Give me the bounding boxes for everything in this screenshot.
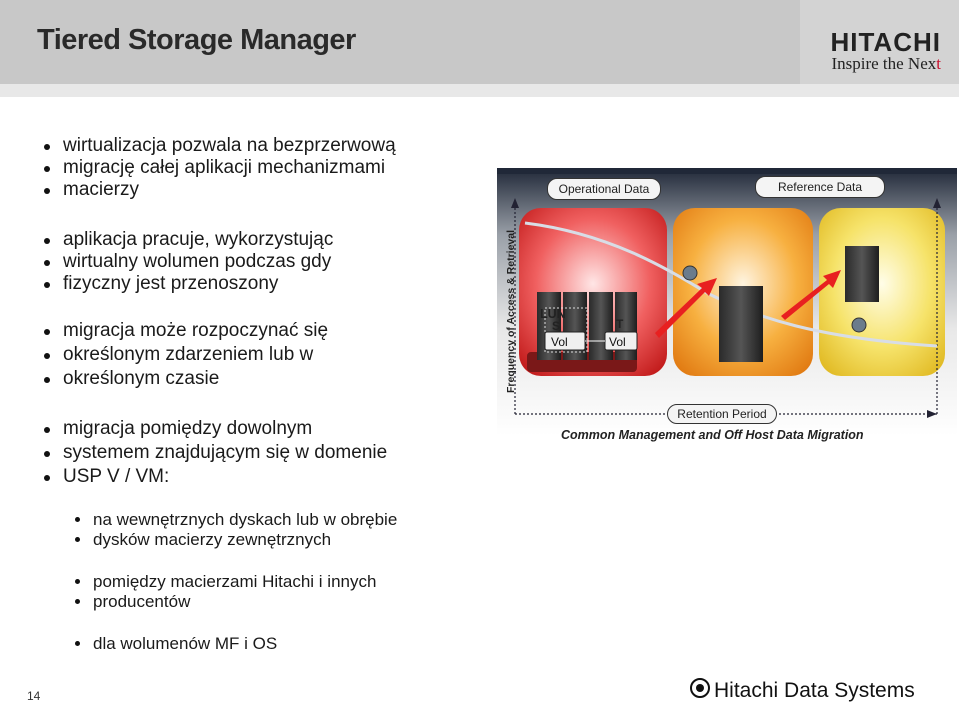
- diagram-top-band: [497, 168, 957, 174]
- bullet-continuation: określonym zdarzeniem lub w: [43, 344, 314, 365]
- sub-bullet-item: dla wolumenów MF i OS: [74, 633, 278, 654]
- hds-logo-icon: [690, 678, 710, 698]
- sub-bullet-line: na wewnętrznych dyskach lub w obrębie: [93, 510, 398, 529]
- vol-source-label: Vol: [551, 335, 568, 349]
- bullet-continuation: migrację całej aplikacji mechanizmami: [43, 157, 386, 178]
- sub-bullet-item: pomiędzy macierzami Hitachi i innych: [74, 571, 377, 592]
- header-bar: Tiered Storage Manager HITACHI Inspire t…: [0, 0, 959, 97]
- curve-marker: [851, 317, 867, 333]
- sub-bullet-continuation: producentów: [74, 592, 191, 611]
- right-axis-arrow-icon: [933, 198, 941, 208]
- bullet-continuation: USP V / VM:: [43, 466, 170, 487]
- sub-bullet-line: pomiędzy macierzami Hitachi i innych: [93, 572, 377, 591]
- title-box: [0, 0, 800, 84]
- migration-arrow-icon: [655, 278, 717, 338]
- header-rule: [0, 84, 959, 97]
- tier-3-panel: [819, 208, 945, 376]
- bullet-continuation: wirtualny wolumen podczas gdy: [43, 251, 332, 272]
- migration-arrow-icon: [781, 270, 841, 320]
- server-rack-tier3: [845, 246, 879, 302]
- hitachi-logo: HITACHI Inspire the Next: [830, 27, 941, 74]
- bullet-continuation: fizyczny jest przenoszony: [43, 273, 279, 294]
- tiered-storage-diagram: LUN S Vol T Vol Operational Data Referen…: [497, 168, 957, 458]
- bullet-continuation: macierzy: [43, 179, 140, 200]
- x-axis-arrow-icon: [927, 410, 937, 418]
- bullet-item: migracja może rozpoczynać się: [43, 320, 329, 342]
- page-number: 14: [27, 689, 41, 703]
- bullet-item: wirtualizacja pozwala na bezprzerwową: [44, 135, 396, 157]
- tagline-accent: t: [936, 54, 941, 73]
- diagram-graphic: LUN S Vol T Vol: [497, 168, 957, 436]
- sub-bullet-line: dla wolumenów MF i OS: [93, 634, 278, 653]
- retention-period-pill: Retention Period: [667, 404, 777, 424]
- server-rack-tier2: [719, 286, 763, 362]
- lun-label: LUN: [540, 307, 566, 321]
- y-axis-arrow-icon: [511, 198, 519, 208]
- tagline-main: Inspire the Nex: [831, 54, 937, 73]
- bullet-line: migracja może rozpoczynać się: [63, 320, 329, 341]
- bullet-line: migracja pomiędzy dowolnym: [63, 418, 313, 439]
- footer-brand: Hitachi Data Systems: [690, 678, 915, 703]
- vol-target-label: Vol: [609, 335, 626, 349]
- y-axis-label: Frequency of Access & Retrieval: [505, 229, 517, 393]
- sub-bullet-item: na wewnętrznych dyskach lub w obrębie: [74, 509, 398, 530]
- brand-tagline: Inspire the Next: [830, 54, 941, 74]
- reference-data-pill: Reference Data: [755, 176, 885, 198]
- t-label: T: [616, 317, 624, 331]
- operational-data-pill: Operational Data: [547, 178, 661, 200]
- bullet-line: aplikacja pracuje, wykorzystując: [63, 229, 334, 250]
- bullet-item: migracja pomiędzy dowolnym: [43, 418, 313, 440]
- curve-marker: [682, 265, 698, 281]
- diagram-caption: Common Management and Off Host Data Migr…: [561, 428, 864, 442]
- bullet-continuation: systemem znajdującym się w domenie: [43, 442, 388, 463]
- page-title: Tiered Storage Manager: [37, 24, 356, 56]
- sub-bullet-continuation: dysków macierzy zewnętrznych: [74, 530, 332, 549]
- bullet-item: aplikacja pracuje, wykorzystując: [43, 229, 334, 251]
- brand-name: HITACHI: [830, 27, 941, 57]
- bullet-line: wirtualizacja pozwala na bezprzerwową: [63, 135, 396, 156]
- bullet-continuation: określonym czasie: [43, 368, 220, 389]
- lun-box: [544, 307, 588, 353]
- company-name: Hitachi Data Systems: [714, 679, 915, 702]
- s-label: S: [552, 319, 560, 333]
